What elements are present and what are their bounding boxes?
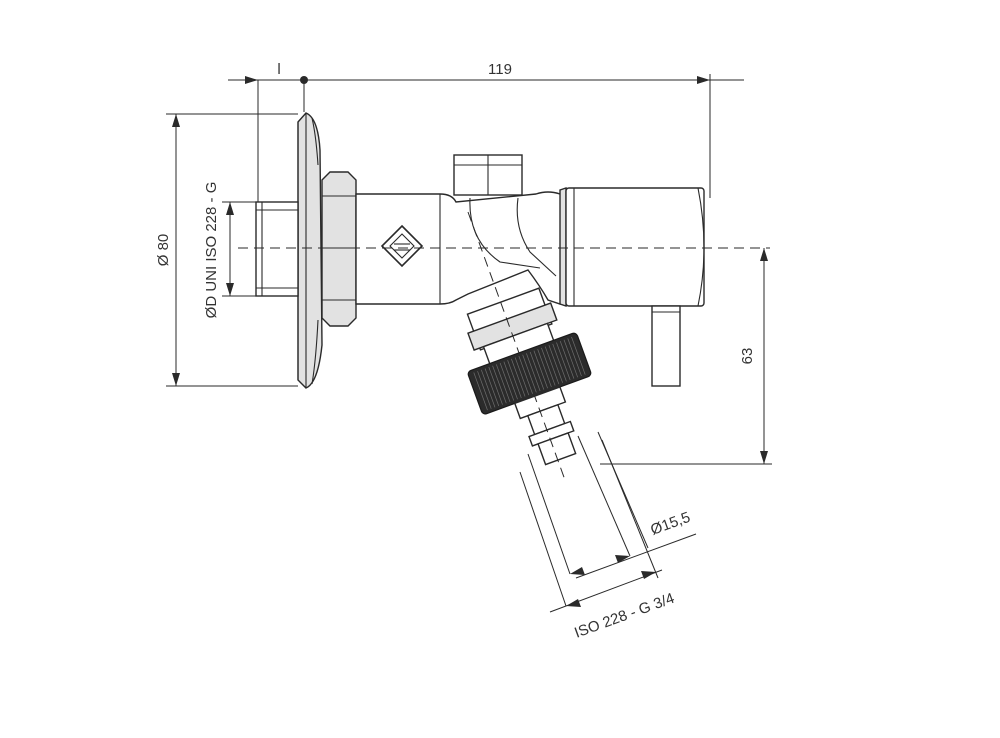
dim-outlet-diameter-label: Ø15,5	[648, 509, 692, 539]
dim-inlet-thread: ØD UNI ISO 228 - G	[203, 182, 256, 319]
valve-body	[355, 154, 567, 305]
dim-outlet-thread: ISO 228 - G 3/4	[519, 439, 677, 642]
handle-lever	[651, 305, 681, 387]
angled-outlet	[466, 287, 592, 466]
inlet-thread-stub	[255, 201, 299, 297]
dim-inlet-thread-label: ØD UNI ISO 228 - G	[203, 182, 220, 319]
dim-height-label: 63	[739, 348, 756, 365]
hex-nut	[321, 171, 357, 327]
dim-wall-offset-label: l	[277, 61, 280, 78]
dim-height: 63	[600, 248, 772, 465]
dim-flange-diameter: Ø 80	[155, 113, 298, 387]
wall-flange	[297, 112, 323, 389]
dim-flange-diameter-label: Ø 80	[155, 234, 172, 267]
handle-housing	[559, 187, 705, 307]
knurl-texture	[473, 336, 586, 411]
dim-overall-length: 119 l	[228, 61, 744, 202]
dim-overall-length-label: 119	[488, 61, 512, 78]
brand-logo-icon	[380, 224, 424, 268]
